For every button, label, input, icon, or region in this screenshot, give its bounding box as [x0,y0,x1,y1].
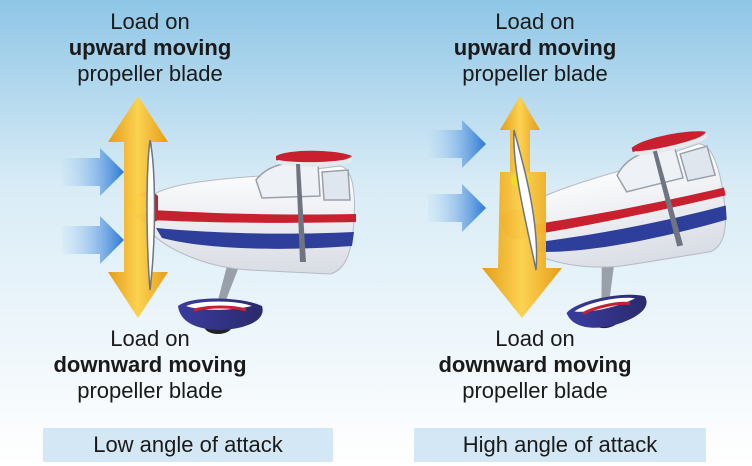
left-propeller [147,140,155,290]
right-bottom-label-line1: Load on [405,326,665,352]
right-bottom-label-line3: propeller blade [405,378,665,404]
right-bottom-label-line2: downward moving [405,352,665,378]
left-top-label-line3: propeller blade [20,61,280,87]
left-top-label-line1: Load on [20,9,280,35]
left-airplane [62,148,356,334]
left-top-label-line2: upward moving [20,35,280,61]
left-top-label: Load on upward moving propeller blade [20,9,280,87]
right-airflow-arrow-lower [428,184,486,232]
right-top-label-line1: Load on [405,9,665,35]
right-top-label-line2: upward moving [405,35,665,61]
right-airflow-arrow-upper [428,120,486,168]
left-airflow-arrow-upper [62,148,124,196]
left-caption: Low angle of attack [43,428,333,462]
right-airplane [428,120,747,345]
left-airflow-arrow-lower [62,216,124,264]
right-caption: High angle of attack [414,428,706,462]
right-top-label: Load on upward moving propeller blade [405,9,665,87]
left-bottom-label-line2: downward moving [20,352,280,378]
right-top-label-line3: propeller blade [405,61,665,87]
left-bottom-label-line1: Load on [20,326,280,352]
left-bottom-label: Load on downward moving propeller blade [20,326,280,404]
left-bottom-label-line3: propeller blade [20,378,280,404]
right-bottom-label: Load on downward moving propeller blade [405,326,665,404]
